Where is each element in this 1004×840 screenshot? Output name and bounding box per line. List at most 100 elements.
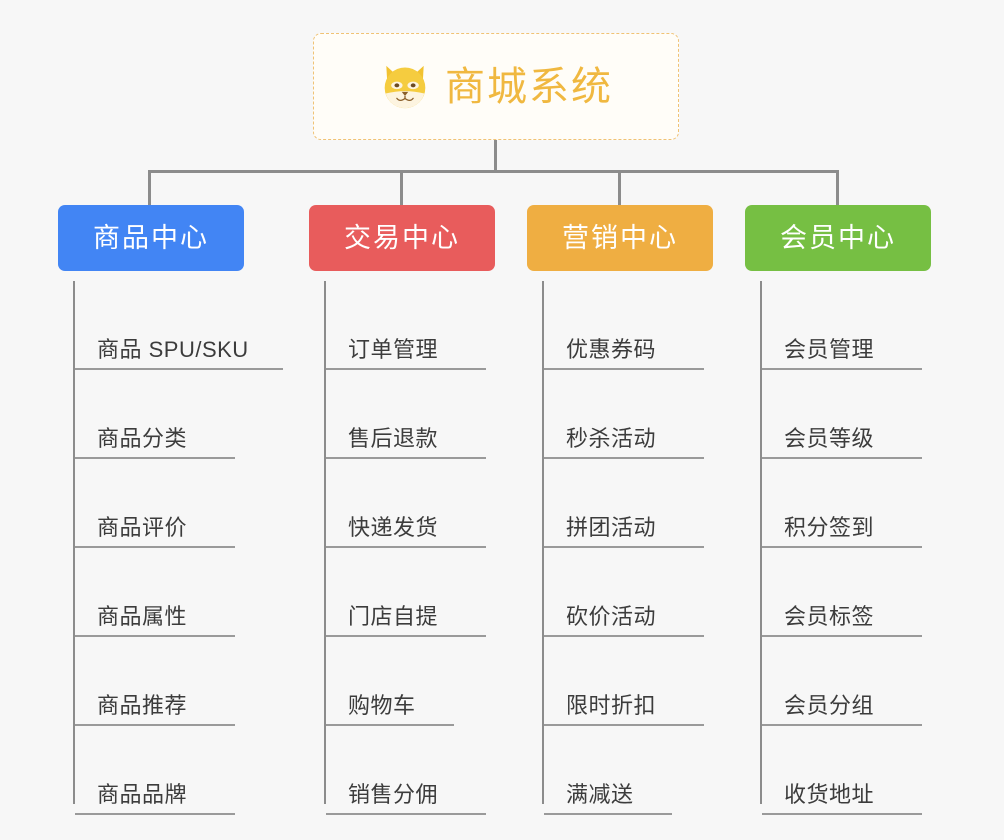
connector-drop-3	[618, 170, 621, 208]
leaf-item[interactable]: 满减送	[544, 726, 759, 815]
connector-drop-1	[148, 170, 151, 208]
leaf-spine	[73, 281, 75, 804]
leaf-item[interactable]: 会员等级	[762, 370, 977, 459]
leaf-item[interactable]: 会员标签	[762, 548, 977, 637]
leaf-spine	[324, 281, 326, 804]
leaf-label: 收货地址	[784, 781, 875, 807]
category-header-trade[interactable]: 交易中心	[309, 205, 495, 271]
category-label: 交易中心	[344, 222, 460, 253]
leaf-rule	[75, 368, 283, 370]
leaf-rule	[544, 368, 704, 370]
connector-horizontal-bus	[148, 170, 837, 173]
leaf-label: 商品推荐	[97, 692, 188, 718]
leaf-label: 拼团活动	[566, 514, 657, 540]
leaf-rule	[544, 635, 704, 637]
leaf-label: 商品分类	[97, 425, 188, 451]
leaf-label: 快递发货	[348, 514, 439, 540]
leaf-list-product: 商品 SPU/SKU 商品分类 商品评价 商品属性 商品推荐	[58, 271, 290, 815]
connector-drop-2	[400, 170, 403, 208]
leaf-rule	[762, 546, 922, 548]
leaf-item[interactable]: 商品推荐	[75, 637, 290, 726]
category-header-member[interactable]: 会员中心	[745, 205, 931, 271]
leaf-item[interactable]: 快递发货	[326, 459, 541, 548]
leaf-label: 商品 SPU/SKU	[97, 336, 249, 362]
leaf-rule	[326, 724, 454, 726]
leaf-label: 砍价活动	[566, 603, 657, 629]
leaf-label: 会员等级	[784, 425, 875, 451]
category-column-product: 商品中心 商品 SPU/SKU 商品分类 商品评价 商品属性	[58, 205, 290, 815]
leaf-item[interactable]: 拼团活动	[544, 459, 759, 548]
leaf-spine	[542, 281, 544, 804]
leaf-rule	[762, 724, 922, 726]
leaf-label: 优惠券码	[566, 336, 657, 362]
leaf-label: 订单管理	[348, 336, 439, 362]
leaf-item[interactable]: 秒杀活动	[544, 370, 759, 459]
category-label: 营销中心	[562, 222, 678, 253]
leaf-item[interactable]: 商品 SPU/SKU	[75, 281, 290, 370]
leaf-rule	[326, 457, 486, 459]
leaf-item[interactable]: 收货地址	[762, 726, 977, 815]
leaf-label: 售后退款	[348, 425, 439, 451]
leaf-list-member: 会员管理 会员等级 积分签到 会员标签 会员分组	[745, 271, 977, 815]
leaf-label: 会员管理	[784, 336, 875, 362]
leaf-rule	[326, 813, 486, 815]
leaf-rule	[544, 724, 704, 726]
leaf-rule	[544, 813, 672, 815]
leaf-item[interactable]: 会员管理	[762, 281, 977, 370]
leaf-label: 满减送	[566, 781, 634, 807]
leaf-rule	[544, 546, 704, 548]
leaf-rule	[326, 368, 486, 370]
leaf-label: 门店自提	[348, 603, 439, 629]
root-title: 商城系统	[445, 64, 613, 109]
category-label: 会员中心	[780, 222, 896, 253]
category-column-marketing: 营销中心 优惠券码 秒杀活动 拼团活动 砍价活动	[527, 205, 759, 815]
leaf-rule	[762, 635, 922, 637]
leaf-item[interactable]: 商品品牌	[75, 726, 290, 815]
leaf-label: 购物车	[348, 692, 416, 718]
leaf-item[interactable]: 会员分组	[762, 637, 977, 726]
category-column-trade: 交易中心 订单管理 售后退款 快递发货 门店自提	[309, 205, 541, 815]
category-header-marketing[interactable]: 营销中心	[527, 205, 713, 271]
leaf-item[interactable]: 限时折扣	[544, 637, 759, 726]
connector-drop-4	[836, 170, 839, 208]
leaf-rule	[544, 457, 704, 459]
leaf-item[interactable]: 砍价活动	[544, 548, 759, 637]
leaf-spine	[760, 281, 762, 804]
leaf-item[interactable]: 售后退款	[326, 370, 541, 459]
leaf-rule	[75, 546, 235, 548]
leaf-label: 商品属性	[97, 603, 188, 629]
leaf-rule	[762, 813, 922, 815]
leaf-item[interactable]: 商品评价	[75, 459, 290, 548]
leaf-rule	[75, 813, 235, 815]
leaf-rule	[762, 457, 922, 459]
leaf-label: 销售分佣	[348, 781, 439, 807]
leaf-item[interactable]: 门店自提	[326, 548, 541, 637]
root-node[interactable]: 商城系统	[313, 33, 679, 140]
leaf-rule	[326, 546, 486, 548]
leaf-rule	[326, 635, 486, 637]
leaf-label: 秒杀活动	[566, 425, 657, 451]
shiba-dog-face-icon	[379, 61, 431, 113]
leaf-label: 会员标签	[784, 603, 875, 629]
leaf-item[interactable]: 销售分佣	[326, 726, 541, 815]
connector-root-stem	[494, 140, 497, 172]
leaf-item[interactable]: 积分签到	[762, 459, 977, 548]
leaf-rule	[762, 368, 922, 370]
leaf-item[interactable]: 商品分类	[75, 370, 290, 459]
category-header-product[interactable]: 商品中心	[58, 205, 244, 271]
leaf-list-trade: 订单管理 售后退款 快递发货 门店自提 购物车	[309, 271, 541, 815]
leaf-item[interactable]: 购物车	[326, 637, 541, 726]
leaf-rule	[75, 724, 235, 726]
leaf-label: 积分签到	[784, 514, 875, 540]
leaf-list-marketing: 优惠券码 秒杀活动 拼团活动 砍价活动 限时折扣	[527, 271, 759, 815]
leaf-item[interactable]: 优惠券码	[544, 281, 759, 370]
category-columns: 商品中心 商品 SPU/SKU 商品分类 商品评价 商品属性	[0, 205, 1004, 840]
leaf-item[interactable]: 订单管理	[326, 281, 541, 370]
leaf-label: 商品评价	[97, 514, 188, 540]
leaf-label: 商品品牌	[97, 781, 188, 807]
category-column-member: 会员中心 会员管理 会员等级 积分签到 会员标签	[745, 205, 977, 815]
leaf-item[interactable]: 商品属性	[75, 548, 290, 637]
leaf-label: 限时折扣	[566, 692, 657, 718]
leaf-rule	[75, 635, 235, 637]
